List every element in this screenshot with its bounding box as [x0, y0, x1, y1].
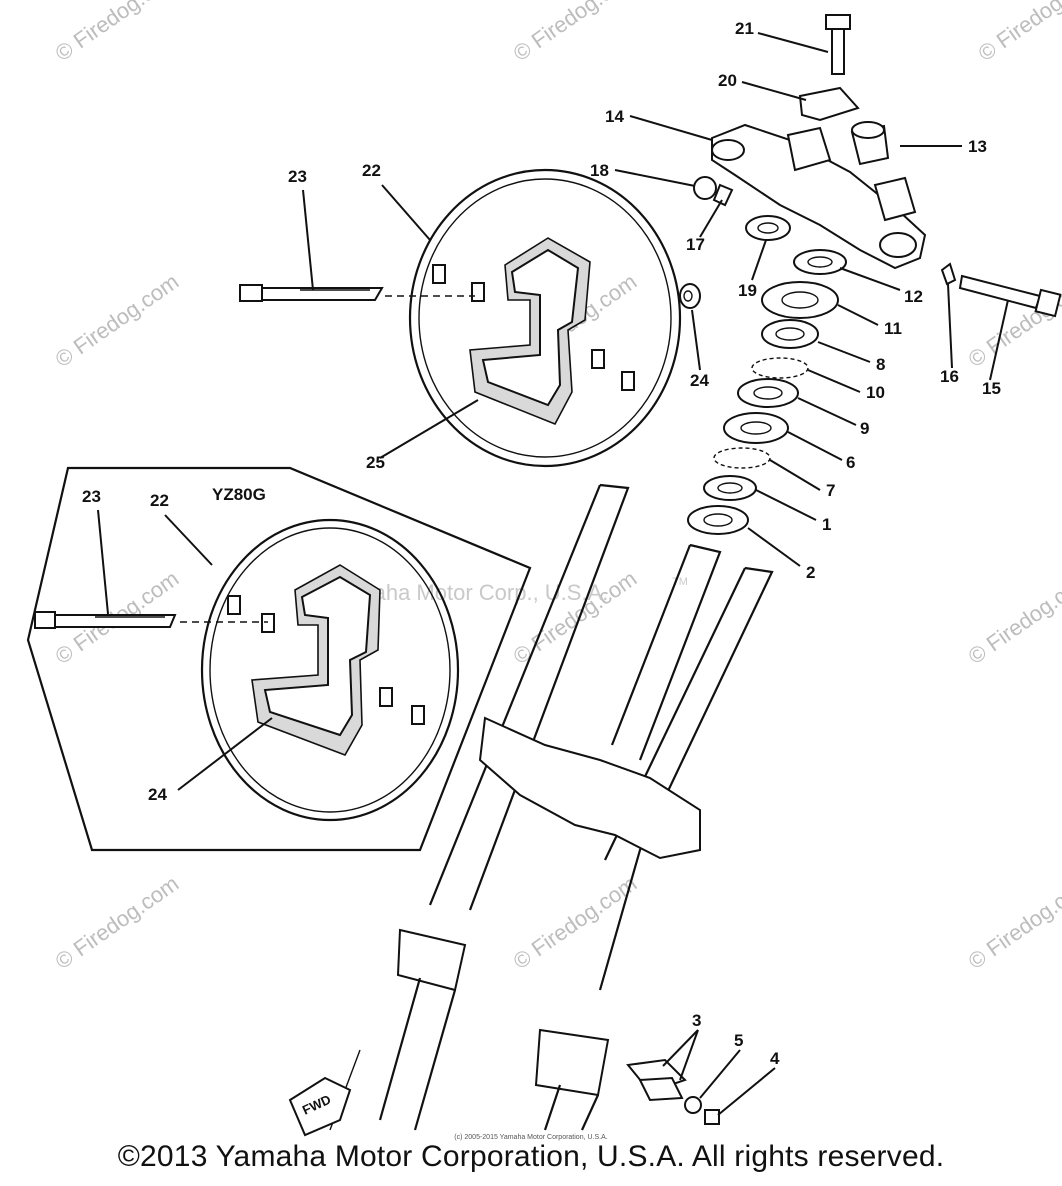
bearing-stack: [687, 281, 839, 535]
leader-lines: [97, 32, 1009, 1116]
callout-14: 14: [605, 107, 624, 126]
callout-9: 9: [860, 419, 869, 438]
ring-nut-12: [793, 249, 847, 275]
callout-6: 6: [846, 453, 855, 472]
callout-11: 11: [884, 319, 902, 338]
watermark: © Firedog.com: [509, 871, 642, 974]
callout-22b: 22: [150, 491, 169, 510]
upper-bracket: [711, 121, 927, 270]
callout-20: 20: [718, 71, 737, 90]
number-plate-top: [408, 168, 682, 468]
watermark: © Firedog.com: [51, 871, 184, 974]
bolt-15: [940, 262, 1062, 318]
callout-25: 25: [366, 453, 385, 472]
watermark: © Firedog.com: [974, 0, 1062, 66]
callout-23b: 23: [82, 487, 101, 506]
callout-5: 5: [734, 1031, 743, 1050]
callout-19: 19: [738, 281, 757, 300]
watermark: © Firedog.com: [964, 566, 1062, 669]
watermark: © Firedog.com: [51, 0, 184, 66]
yz80g-inset: [26, 466, 532, 852]
holder-20: [798, 86, 860, 122]
bolt-23-top: [239, 284, 475, 302]
copyright-footer: ©2013 Yamaha Motor Corporation, U.S.A. A…: [117, 1140, 945, 1173]
callout-15: 15: [982, 379, 1001, 398]
watermark: © Firedog.com: [964, 871, 1062, 974]
bolt-21: [825, 14, 851, 75]
callout-24: 24: [690, 371, 709, 390]
collar-19: [745, 215, 791, 241]
callout-3: 3: [692, 1011, 701, 1030]
variant-label: YZ80G: [212, 485, 266, 504]
callout-18: 18: [590, 161, 609, 180]
clamps-3: [626, 1058, 720, 1125]
callout-1: 1: [822, 515, 831, 534]
callout-23: 23: [288, 167, 307, 186]
callout-8: 8: [876, 355, 885, 374]
callouts: 21 20 14 13 18 17 19 12 11 8 10 9 6 7 1 …: [82, 19, 1001, 1068]
callout-24b: 24: [148, 785, 167, 804]
callout-12: 12: [904, 287, 923, 306]
callout-2: 2: [806, 563, 815, 582]
grommet-24: [679, 283, 701, 309]
small-notice: (c) 2005-2015 Yamaha Motor Corporation, …: [454, 1134, 608, 1141]
callout-4: 4: [770, 1049, 780, 1068]
callout-13: 13: [968, 137, 987, 156]
fwd-arrow: FWD: [288, 1076, 352, 1137]
callout-21: 21: [735, 19, 754, 38]
callout-16: 16: [940, 367, 959, 386]
fork-assembly: [329, 483, 774, 1131]
watermark: © Firedog.com: [51, 269, 184, 372]
watermark: © Firedog.com: [509, 0, 642, 66]
callout-17: 17: [686, 235, 705, 254]
callout-10: 10: [866, 383, 885, 402]
callout-22: 22: [362, 161, 381, 180]
nut-18: [693, 176, 734, 207]
callout-7: 7: [826, 481, 835, 500]
